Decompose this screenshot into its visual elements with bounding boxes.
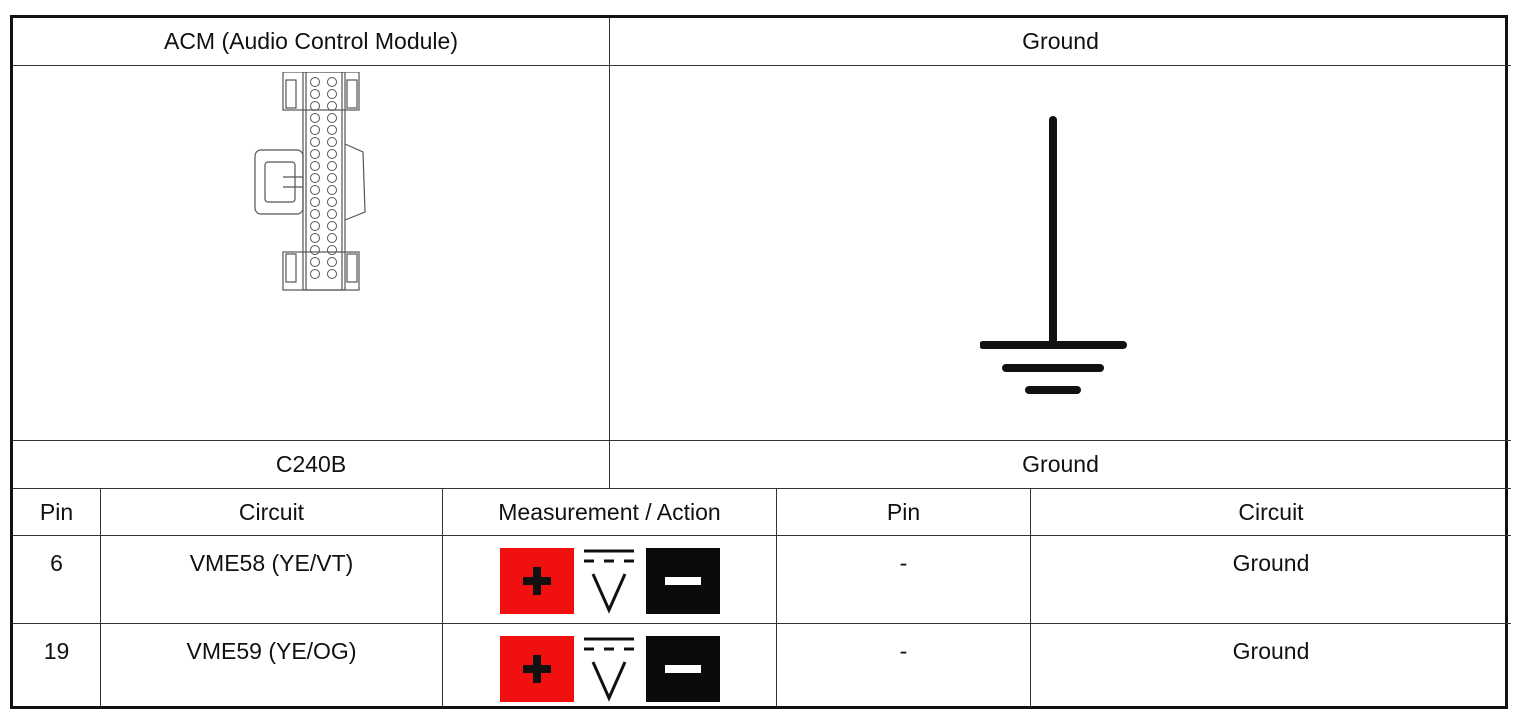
- row-1-circuit2-value: Ground: [1232, 550, 1310, 576]
- table-row-2-pin2: -: [777, 624, 1031, 706]
- negative-probe: [646, 548, 720, 614]
- dc-voltage-meter: [500, 636, 720, 702]
- row-1-pin-value: 6: [50, 550, 63, 576]
- col-header-circuit2: Circuit: [1031, 489, 1511, 536]
- table-row-1-circuit: VME58 (YE/VT): [101, 536, 443, 624]
- right-connector-label: Ground: [610, 441, 1511, 489]
- table-row-1-pin2: -: [777, 536, 1031, 624]
- ground-image-cell: [610, 66, 1511, 441]
- row-1-circuit-value: VME58 (YE/VT): [189, 550, 354, 576]
- connector-image-cell: [13, 66, 610, 441]
- col-header-measurement: Measurement / Action: [443, 489, 777, 536]
- col-header-pin2: Pin: [777, 489, 1031, 536]
- table-row-1-circuit2: Ground: [1031, 536, 1511, 624]
- col-header-pin-label: Pin: [39, 498, 74, 525]
- col-header-pin2-label: Pin: [886, 498, 921, 525]
- plus-icon: [523, 567, 551, 595]
- col-header-pin: Pin: [13, 489, 101, 536]
- row-2-pin2-value: -: [899, 638, 908, 664]
- col-header-circuit2-label: Circuit: [1238, 498, 1304, 525]
- row-2-pin-value: 19: [43, 638, 70, 664]
- right-connector-name: Ground: [1022, 451, 1099, 477]
- table-row-1-measurement: [443, 536, 777, 624]
- dc-voltage-meter: [500, 548, 720, 614]
- dc-voltage-icon: [584, 549, 634, 614]
- pinout-table: ACM (Audio Control Module) Ground: [10, 15, 1511, 709]
- positive-probe: [500, 548, 574, 614]
- dc-voltage-icon: [584, 637, 634, 702]
- minus-icon: [665, 665, 701, 673]
- left-component-title: ACM (Audio Control Module): [163, 28, 458, 54]
- col-header-circuit-label: Circuit: [238, 498, 305, 525]
- connector-icon: [254, 72, 366, 291]
- table-row-2-pin: 19: [13, 624, 101, 706]
- col-header-circuit: Circuit: [101, 489, 443, 536]
- minus-icon: [665, 577, 701, 585]
- table-row-2-circuit2: Ground: [1031, 624, 1511, 706]
- left-connector-label: C240B: [13, 441, 610, 489]
- row-2-circuit2-value: Ground: [1232, 638, 1310, 664]
- ground-symbol-icon: [980, 116, 1127, 394]
- right-component-title: Ground: [1022, 28, 1099, 54]
- right-component-header: Ground: [610, 18, 1511, 66]
- table-row-2-circuit: VME59 (YE/OG): [101, 624, 443, 706]
- row-1-pin2-value: -: [899, 550, 908, 576]
- table-row-2-measurement: [443, 624, 777, 706]
- row-2-circuit-value: VME59 (YE/OG): [186, 638, 357, 664]
- col-header-measurement-label: Measurement / Action: [498, 498, 721, 525]
- plus-icon: [523, 655, 551, 683]
- table-row-1-pin: 6: [13, 536, 101, 624]
- left-component-header: ACM (Audio Control Module): [13, 18, 610, 66]
- positive-probe: [500, 636, 574, 702]
- negative-probe: [646, 636, 720, 702]
- left-connector-name: C240B: [275, 451, 347, 477]
